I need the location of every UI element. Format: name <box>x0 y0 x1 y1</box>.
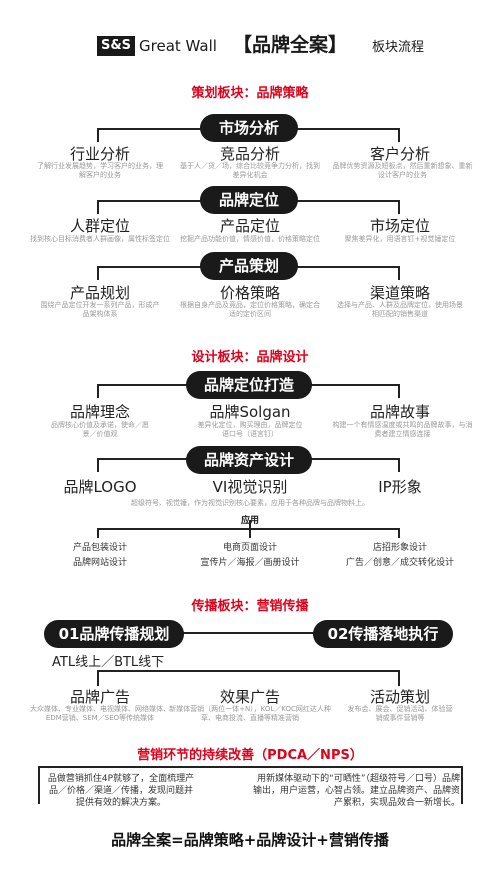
brand-slogan-title: 品牌Solgan <box>209 403 291 421</box>
brand-slogan-desc: 差异化定位，购买理由，品牌定位语口号（语言钉） <box>197 421 303 438</box>
product-planning-desc: 围绕产品定位开发一系列产品，形成产品架构体系 <box>40 301 160 318</box>
connector-line <box>398 458 400 472</box>
connector-line <box>398 128 400 142</box>
formula-text: 品牌全案=品牌策略+品牌设计+营销传播 <box>111 831 389 849</box>
improvement-right-text: 用新媒体驱动下的“可晒性”（超级符号／口号）品牌输出，用户运营，心智占领。建立品… <box>252 774 460 808</box>
apply-item-promo: 宣传片／海报／画册设计 <box>200 558 300 568</box>
brand-assets-desc: 超级符号、视觉锤，作为视觉识别核心要素，应用于各种品牌与品牌物料上。 <box>131 499 369 507</box>
apply-item-packaging: 产品包装设计 <box>72 543 127 553</box>
brand-name: Great Wall <box>139 37 217 55</box>
connector-line <box>398 266 400 280</box>
connector-line <box>97 128 99 142</box>
logo-badge: S&S <box>97 36 135 56</box>
industry-analysis-title: 行业分析 <box>69 145 130 163</box>
connector-line <box>398 670 400 686</box>
brand-building-pill: 品牌定位打造 <box>186 371 312 399</box>
brand-story-title: 品牌故事 <box>369 403 430 421</box>
connector-line <box>97 528 400 530</box>
performance-ads-title: 效果广告 <box>219 688 280 706</box>
customer-analysis-title: 客户分析 <box>369 145 430 163</box>
product-planning-title: 产品规划 <box>69 284 130 302</box>
comm-plan-pill: 01品牌传播规划 <box>44 620 184 648</box>
channel-strategy-desc: 选择与产品、人群及品牌定位，使用场景相匹配的销售渠道 <box>337 301 463 318</box>
brand-ads-title: 品牌广告 <box>69 688 130 706</box>
connector-line <box>97 528 99 538</box>
apply-item-store: 店招形象设计 <box>372 543 427 553</box>
price-strategy-desc: 根据自身产品及竞品，定位价格策略，确定合适的定价区间 <box>180 301 320 318</box>
connector-line <box>97 670 99 686</box>
crowd-positioning-desc: 找到核心目标消费者人群画像，属性标签定位 <box>30 235 170 243</box>
connector-line <box>38 766 463 768</box>
apply-item-ads: 广告／创意／成交转化设计 <box>345 558 454 568</box>
connector-line <box>97 384 99 398</box>
improvement-heading: 营销环节的持续改善（PDCA／NPS） <box>137 748 363 763</box>
connector-line <box>398 528 400 538</box>
brand-logo-title: 品牌LOGO <box>63 478 137 496</box>
performance-ads-desc: 新媒体营销（两位一体+N），KOL／KOC网红达人种草、电商投流、直播等精准营销 <box>169 705 331 722</box>
connector-line <box>398 200 400 214</box>
connector-line <box>97 200 99 214</box>
improvement-left-text: 品做营销抓住4P就够了，全面梳理产品／价格／渠道／传播，发现问题并提供有效的解决… <box>47 774 195 808</box>
ip-image-title: IP形象 <box>378 478 422 496</box>
event-planning-title: 活动策划 <box>369 688 430 706</box>
connector-line <box>97 266 99 280</box>
brand-philosophy-title: 品牌理念 <box>69 403 130 421</box>
connector-line <box>38 766 40 804</box>
design-heading: 设计板块：品牌设计 <box>191 350 309 365</box>
planning-heading: 策划板块：品牌策略 <box>191 86 309 101</box>
competitor-analysis-desc: 基于人／货／场，综合比较竞争力分析，找到差异化机会 <box>180 162 320 179</box>
apply-item-ecommerce: 电商页面设计 <box>222 543 277 553</box>
price-strategy-title: 价格策略 <box>219 284 280 302</box>
connector-line <box>249 520 251 538</box>
channel-strategy-title: 渠道策略 <box>369 284 430 302</box>
brand-story-desc: 构建一个有情感温度或共鸣的品牌故事，与消费者建立情感连接 <box>332 421 473 438</box>
connector-line <box>97 670 400 672</box>
promotion-heading: 传播板块：营销传播 <box>191 599 309 614</box>
vi-identity-title: VI视觉识别 <box>212 478 288 496</box>
customer-analysis-desc: 品牌优势资源及短板点，然后重新想象、重新设计客户的业务 <box>332 162 473 179</box>
page-subtitle: 板块流程 <box>372 40 425 55</box>
connector-line <box>97 458 99 472</box>
product-strategy-pill: 产品策划 <box>200 252 298 280</box>
product-positioning-title: 产品定位 <box>219 217 280 235</box>
connector-line <box>461 766 463 804</box>
comm-execute-pill: 02传播落地执行 <box>313 620 453 648</box>
crowd-positioning-title: 人群定位 <box>69 217 130 235</box>
industry-analysis-desc: 了解行业发展趋势，学习客户的业务，理解客户的业务 <box>37 162 163 179</box>
page-title: 【品牌全案】 <box>233 34 348 56</box>
brand-positioning-pill: 品牌定位 <box>200 186 298 214</box>
connector-line <box>398 384 400 398</box>
connector-line <box>150 632 350 634</box>
market-analysis-pill: 市场分析 <box>200 114 298 142</box>
brand-philosophy-desc: 品牌核心价值及承诺，使命／愿景／价值观 <box>51 421 149 438</box>
market-positioning-desc: 聚焦差异化，用语言钉+视觉锤定位 <box>344 235 456 243</box>
brand-assets-pill: 品牌资产设计 <box>186 446 312 474</box>
atl-btl-label: ATL线上／BTL线下 <box>52 655 165 670</box>
market-positioning-title: 市场定位 <box>369 217 430 235</box>
product-positioning-desc: 挖掘产品功能价值，情感价值，价格策略定位 <box>180 235 320 243</box>
competitor-analysis-title: 竞品分析 <box>219 145 280 163</box>
apply-item-website: 品牌网站设计 <box>72 558 127 568</box>
brand-ads-desc: 大众媒体、专业媒体、电视媒体、网络媒体、EDM营销、SEM／SEO等传统媒体 <box>30 705 170 722</box>
event-planning-desc: 发布会、展会、促销活动、体验营销或事件营销等 <box>347 705 453 722</box>
